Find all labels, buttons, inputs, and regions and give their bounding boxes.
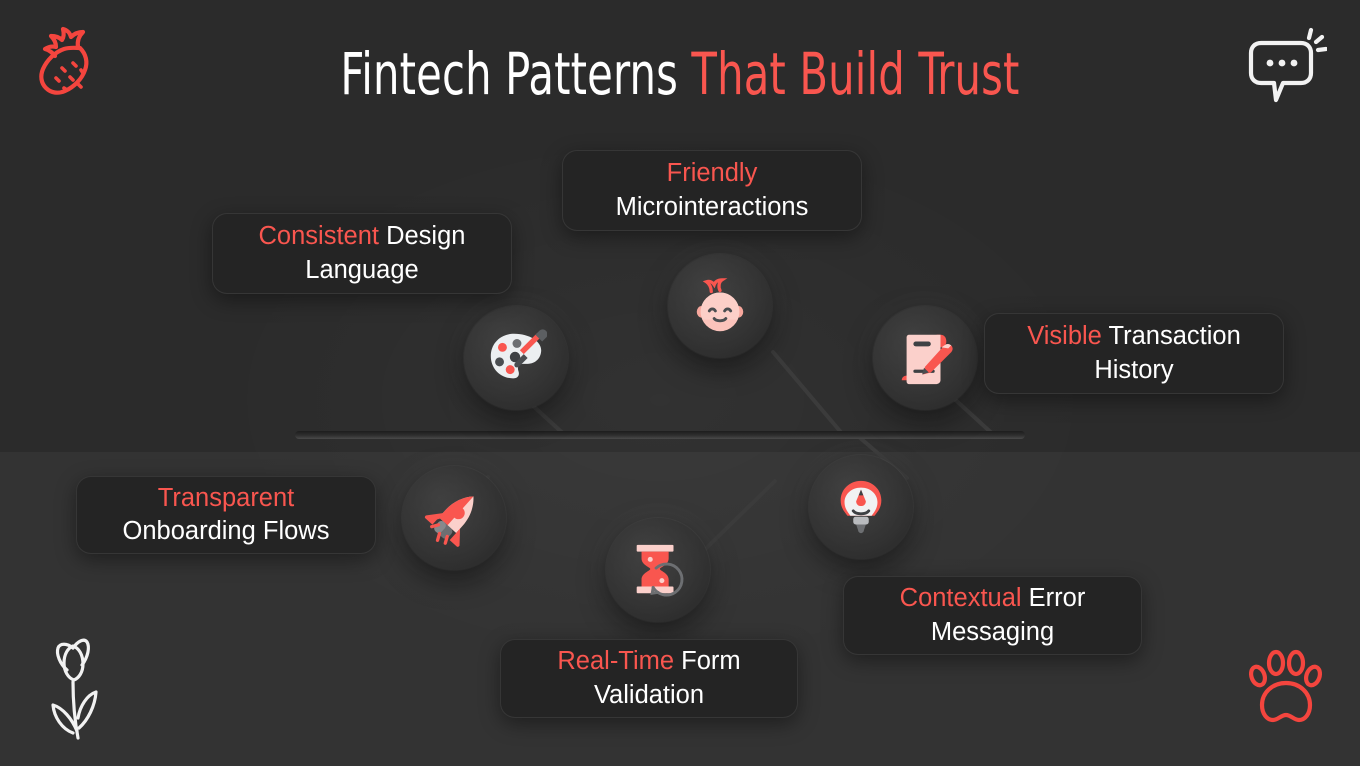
label-card-visible-transaction-history[interactable]: Visible Transaction History [984, 313, 1284, 394]
paw-print-icon [1243, 645, 1327, 725]
lightbulb-pencil-icon [840, 480, 882, 534]
page-title-plain: Fintech Patterns [340, 40, 692, 108]
node-lightbulb-pencil-icon[interactable] [792, 438, 930, 576]
timeline-spine [295, 431, 1025, 439]
label-text: Real-Time Form Validation [523, 645, 775, 711]
label-card-real-time-form-validation[interactable]: Real-Time Form Validation [500, 639, 798, 718]
label-highlight: Contextual [899, 584, 1022, 613]
branch-receipt [947, 392, 998, 439]
node-hourglass-refresh-icon[interactable] [589, 501, 727, 639]
label-rest: Error Messaging [930, 584, 1086, 646]
signed-receipt-icon [901, 334, 953, 385]
page-title: Fintech Patterns That Build Trust [136, 44, 1224, 105]
label-highlight: Real-Time [557, 647, 675, 676]
label-highlight: Consistent [258, 222, 379, 251]
label-highlight: Visible [1027, 322, 1102, 351]
strawberry-icon [28, 24, 108, 104]
node-baby-face-icon[interactable] [651, 237, 789, 375]
label-highlight: Transparent [157, 483, 295, 512]
node-rocket-icon[interactable] [385, 449, 523, 587]
branch-baby [771, 350, 847, 439]
label-card-consistent-design-language[interactable]: Consistent Design Language [212, 213, 512, 294]
page-title-highlight: That Build Trust [691, 40, 1020, 108]
label-highlight: Friendly [666, 159, 758, 188]
label-rest: Transaction History [1094, 322, 1241, 384]
palette-icon [490, 329, 547, 379]
label-card-contextual-error-messaging[interactable]: Contextual Error Messaging [843, 576, 1142, 655]
speech-bubble-icon [1243, 25, 1327, 105]
rocket-icon [424, 496, 474, 547]
label-rest: Form Validation [593, 647, 741, 709]
node-signed-receipt-icon[interactable] [856, 289, 994, 427]
label-rest: Microinteractions [615, 192, 809, 221]
node-palette-icon[interactable] [447, 289, 585, 427]
baby-face-icon [696, 278, 744, 332]
label-rest: Onboarding Flows [122, 517, 330, 545]
label-text: Consistent Design Language [235, 220, 489, 286]
label-rest: Design Language [305, 222, 466, 284]
label-text: Contextual Error Messaging [866, 582, 1119, 648]
hourglass-refresh-icon [636, 544, 684, 597]
label-text: Visible Transaction History [1007, 320, 1261, 386]
flower-icon [36, 624, 112, 742]
